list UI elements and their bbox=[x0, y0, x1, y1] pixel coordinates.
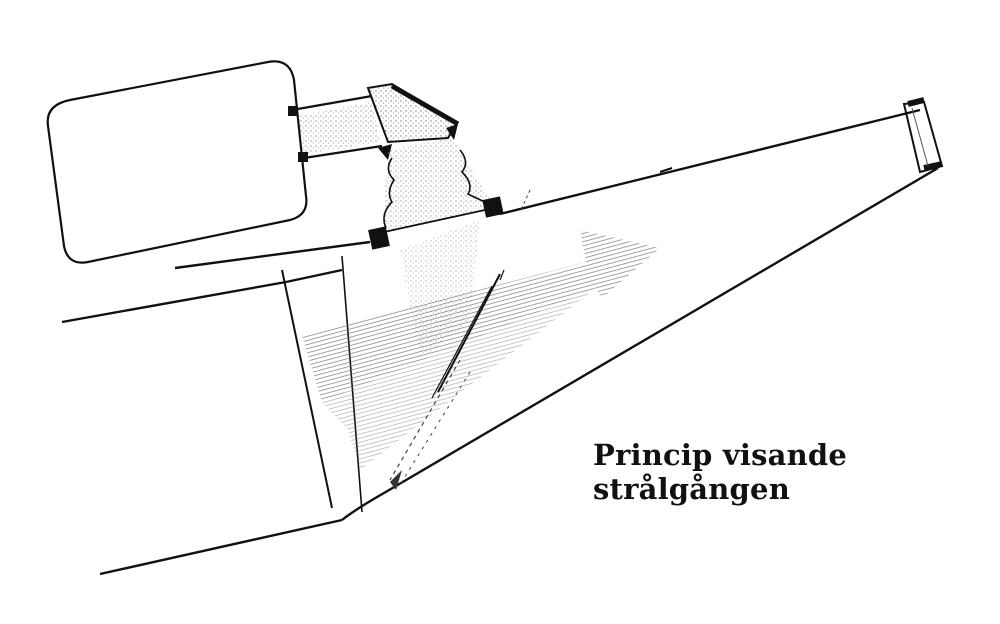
connecting-tube bbox=[288, 94, 383, 162]
reflected-beam-lines bbox=[389, 167, 673, 490]
mirror-head bbox=[366, 82, 460, 160]
internal-mirror bbox=[431, 269, 505, 399]
light-source-housing bbox=[46, 60, 308, 264]
beam-arrow bbox=[302, 220, 660, 470]
caption-line-1: Princip visande bbox=[593, 438, 848, 472]
exit-window bbox=[902, 97, 944, 174]
main-housing-outline bbox=[61, 108, 939, 576]
bellows-section bbox=[368, 138, 504, 250]
diagram-caption: Princip visande strålgången bbox=[593, 438, 847, 506]
caption-line-2: strålgången bbox=[593, 472, 790, 506]
